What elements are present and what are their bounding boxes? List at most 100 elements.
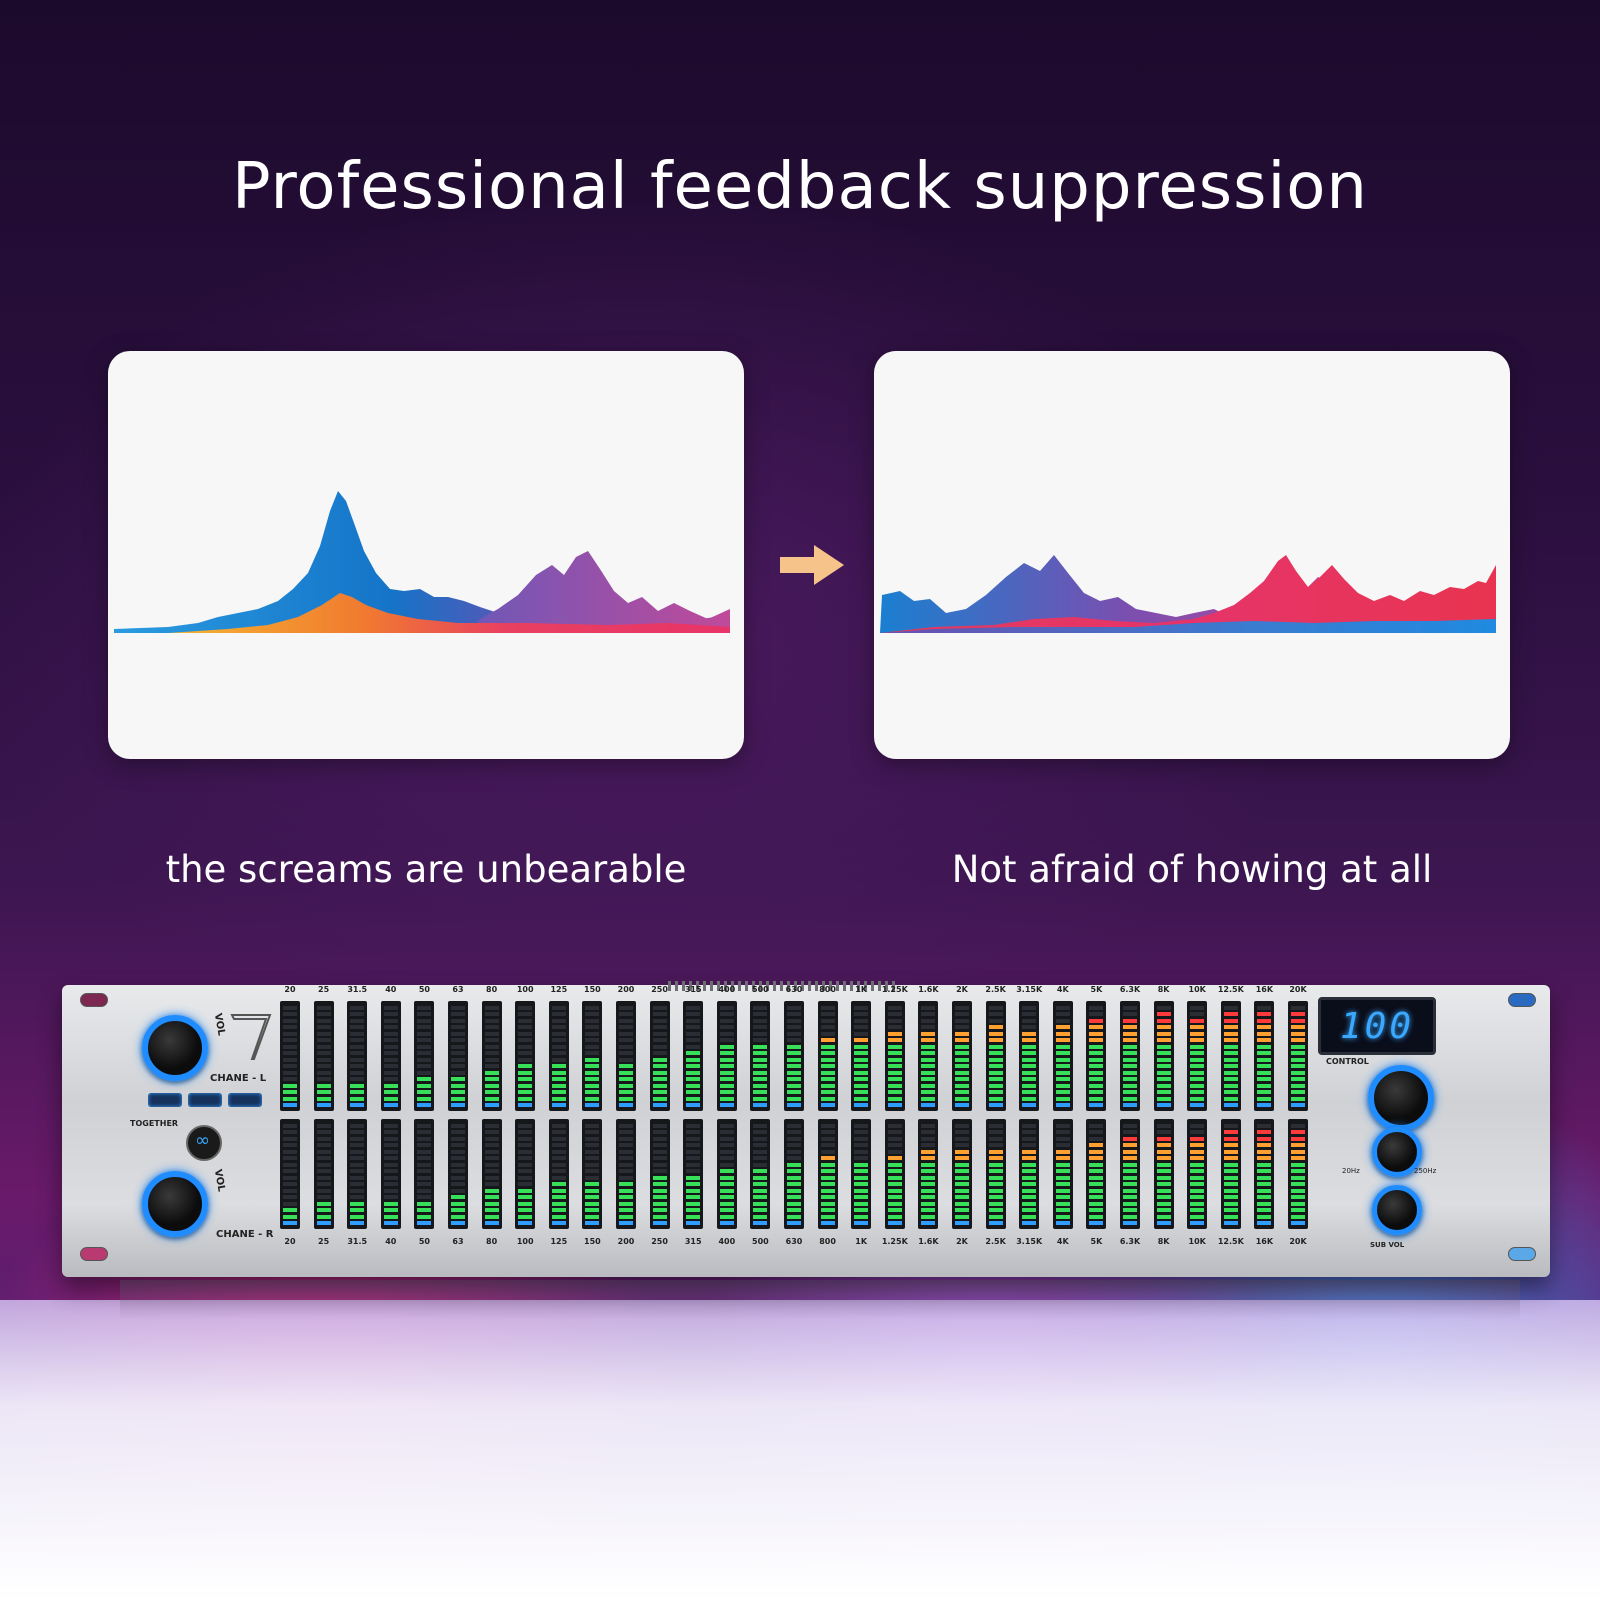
meter-segment [551,1025,566,1029]
meter-segment [1156,1025,1171,1029]
meter-segment [283,1162,297,1167]
meter-segment [350,1188,365,1193]
meter-segment [921,1064,936,1068]
meter-segment [787,1149,801,1154]
band-meter [582,1119,603,1229]
meter-segment [551,1051,566,1055]
meter-segment [988,1012,1003,1016]
meter-segment [451,1090,465,1094]
meter-segment [383,1096,398,1101]
band-meter [1153,1119,1174,1229]
meter-segment [1257,1214,1272,1219]
band-meter [548,1001,569,1111]
band-label: 630 [785,1237,803,1246]
meter-segment [820,1031,835,1036]
meter-segment [451,1070,465,1075]
meter-segment [1123,1143,1137,1147]
band-meter [414,1119,435,1229]
meter-segment [719,1064,734,1068]
meter-segment [887,1143,902,1147]
band-meter [313,1001,334,1111]
link-button[interactable]: ∞ [186,1125,222,1161]
meter-segment [921,1051,936,1055]
meter-segment [484,1012,499,1016]
meter-segment [854,1188,869,1193]
meter-segment [854,1201,869,1206]
meter-segment [1022,1057,1037,1062]
meter-segment [686,1090,701,1094]
meter-segment [1055,1162,1070,1167]
meter-segment [619,1162,633,1167]
meter-segment [1223,1096,1238,1101]
meter-segment [619,1005,633,1010]
meter-segment [451,1149,465,1154]
meter-segment [921,1018,936,1023]
band-label: 10K [1188,1237,1206,1246]
control-knob[interactable] [1368,1065,1434,1131]
meter-segment [753,1044,768,1049]
meter-segment [854,1208,869,1212]
frequency-knob[interactable] [1372,1127,1422,1177]
band-label: 125 [550,985,568,994]
small-button[interactable] [228,1093,262,1107]
meter-segment [350,1057,365,1062]
meter-segment [585,1175,600,1180]
meter-segment [1190,1090,1205,1094]
meter-segment [417,1018,432,1023]
rack-ear-hole [80,1247,108,1261]
meter-segment [753,1188,768,1193]
sub-vol-knob[interactable] [1372,1185,1422,1235]
channel-r-volume-knob[interactable] [142,1171,208,1237]
meter-segment [921,1136,936,1141]
equalizer-device: VOL CHANE - L TOGETHER ∞ VOL CHANE - R 2… [62,981,1550,1277]
band-label: 5K [1090,985,1103,994]
meter-segment [753,1201,768,1206]
meter-segment [1055,1143,1070,1147]
meter-segment [719,1188,734,1193]
spectrum-blue-baseline [880,619,1496,633]
meter-segment [484,1162,499,1167]
meter-segment [1055,1096,1070,1101]
channel-l-volume-knob[interactable] [142,1015,208,1081]
band-meter [851,1001,872,1111]
meter-segment [887,1123,902,1128]
band-meter [347,1001,368,1111]
meter-segment [417,1143,432,1147]
meter-segment [820,1096,835,1101]
meter-segment [283,1031,297,1036]
band-label: 500 [752,1237,769,1246]
meter-segment [1291,1038,1305,1042]
meter-segment [988,1005,1003,1010]
meter-segment [283,1090,297,1094]
band-meter [985,1119,1006,1229]
meter-segment [854,1077,869,1081]
meter-segment [518,1182,533,1186]
meter-segment [719,1123,734,1128]
meter-segment [417,1090,432,1094]
small-button[interactable] [148,1093,182,1107]
meter-segment [719,1044,734,1049]
meter-segment [753,1130,768,1134]
meter-segment [518,1149,533,1154]
meter-segment [686,1195,701,1199]
meter-segment [887,1096,902,1101]
meter-segment [1022,1149,1037,1154]
band-meter [952,1001,972,1111]
band-meter [616,1001,636,1111]
meter-segment [686,1136,701,1141]
meter-segment [1089,1188,1104,1193]
small-button[interactable] [188,1093,222,1107]
meter-segment [1223,1051,1238,1055]
band-meter [918,1001,939,1111]
meter-segment [585,1025,600,1029]
meter-segment [417,1136,432,1141]
band-meter [481,1001,502,1111]
meter-segment [484,1018,499,1023]
meter-segment [283,1057,297,1062]
meter-segment [787,1012,801,1016]
meter-segment [451,1136,465,1141]
meter-segment [1089,1136,1104,1141]
meter-segment [383,1090,398,1094]
meter-segment [619,1123,633,1128]
meter-segment [921,1162,936,1167]
